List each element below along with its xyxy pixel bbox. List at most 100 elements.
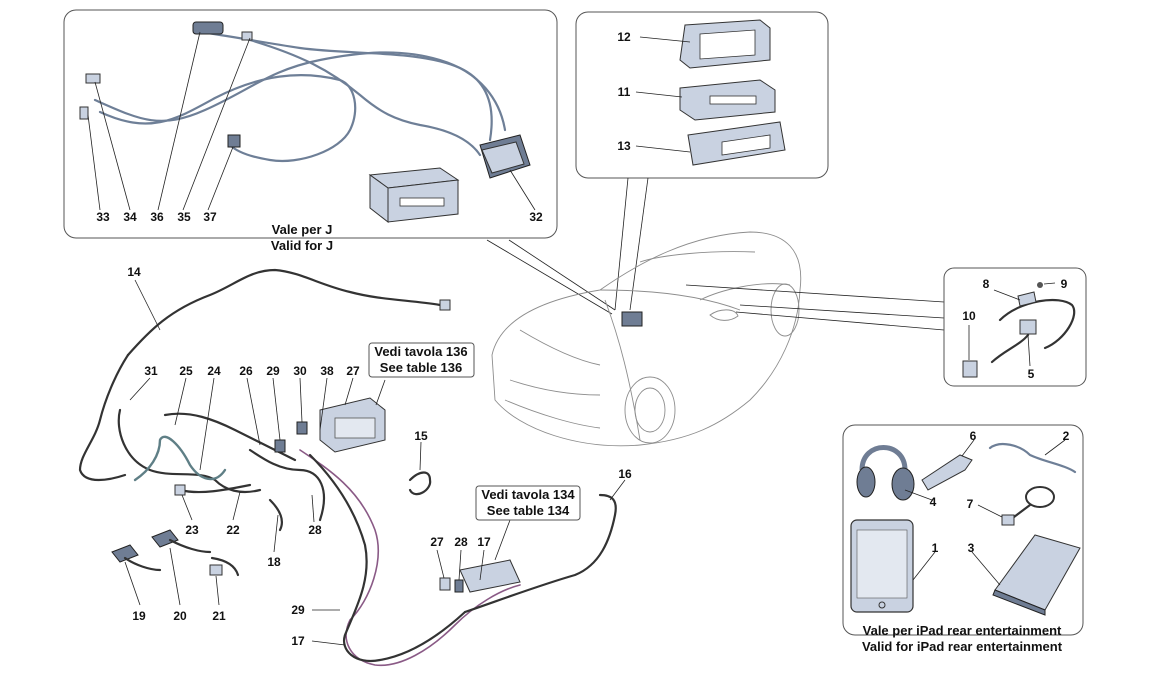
connector-27-lower <box>439 577 451 591</box>
callout-12: 12 <box>617 30 631 44</box>
antenna-plug-10 <box>962 360 978 378</box>
ipad-inset: 4 6 2 7 1 3 Vale per iPad rear entertain… <box>842 424 1084 654</box>
main-harness: 14 31 25 24 26 29 30 38 27 15 16 23 22 1… <box>78 265 632 667</box>
j-dvd-unit <box>368 167 460 224</box>
callout-17-lower: 17 <box>291 634 305 648</box>
callout-27-lower: 27 <box>430 535 444 549</box>
callout-4: 4 <box>930 495 937 509</box>
connector-28-lower <box>454 579 464 593</box>
j-connector-37 <box>227 134 241 148</box>
antenna-cable-a <box>998 298 1076 350</box>
callout-14: 14 <box>127 265 141 279</box>
j-connector-33 <box>79 106 89 120</box>
j-connector-small <box>241 31 253 41</box>
callout-19: 19 <box>132 609 146 623</box>
callout-32: 32 <box>529 210 543 224</box>
callout-37: 37 <box>203 210 217 224</box>
callout-5: 5 <box>1028 367 1035 381</box>
cable-15 <box>408 471 432 496</box>
callout-16: 16 <box>618 467 632 481</box>
table-136-line1: Vedi tavola 136 <box>374 344 467 359</box>
callout-1: 1 <box>932 541 939 555</box>
callout-20: 20 <box>173 609 187 623</box>
car-mounted-unit <box>621 311 643 327</box>
callout-24: 24 <box>207 364 221 378</box>
antenna-module-5 <box>1019 319 1037 335</box>
speaker-20 <box>151 529 179 548</box>
callout-33: 33 <box>96 210 110 224</box>
callout-36: 36 <box>150 210 164 224</box>
callout-23: 23 <box>185 523 199 537</box>
callout-25: 25 <box>179 364 193 378</box>
headphones-band <box>859 445 908 471</box>
callout-17-upper: 17 <box>477 535 491 549</box>
table-134-line2: See table 134 <box>487 503 570 518</box>
callout-38: 38 <box>320 364 334 378</box>
callout-21: 21 <box>212 609 226 623</box>
cable-24-blue <box>133 435 227 482</box>
ecu-17 <box>459 559 521 593</box>
callout-18: 18 <box>267 555 281 569</box>
speaker-19 <box>111 544 139 563</box>
callout-7: 7 <box>967 497 974 511</box>
cable-16 <box>463 493 617 614</box>
antenna-screw-9 <box>1037 282 1043 288</box>
callout-31: 31 <box>144 364 158 378</box>
harness-29 <box>299 449 521 667</box>
cable-22 <box>178 483 252 494</box>
callout-28-lower: 28 <box>454 535 468 549</box>
ipad-home-button <box>878 601 886 609</box>
ipad-caption-line2: Valid for iPad rear entertainment <box>862 639 1063 654</box>
j-variant-inset: 33 34 36 35 37 32 Vale per J Valid for J <box>63 9 558 253</box>
connector-30 <box>296 421 308 435</box>
antenna-inset: 8 9 10 5 <box>943 267 1087 387</box>
ipad-screen <box>856 529 908 599</box>
j-cable-4 <box>248 38 482 157</box>
cable-28 <box>248 448 325 522</box>
callout-30: 30 <box>293 364 307 378</box>
callout-8: 8 <box>983 277 990 291</box>
callout-22: 22 <box>226 523 240 537</box>
callout-15: 15 <box>414 429 428 443</box>
callout-35: 35 <box>177 210 191 224</box>
connector-21 <box>209 564 223 576</box>
callout-6: 6 <box>970 429 977 443</box>
connector-29 <box>274 439 286 453</box>
cable-2 <box>988 442 1077 474</box>
see-table-136-box: Vedi tavola 136 See table 136 <box>368 342 475 378</box>
j-connector-34 <box>85 73 101 84</box>
j-caption-line1: Vale per J <box>272 222 333 237</box>
charger-coil <box>1025 486 1055 508</box>
callout-10: 10 <box>962 309 976 323</box>
bracket-to-car-lead <box>629 177 649 311</box>
antenna-inset-frame <box>943 267 1087 387</box>
cable-18 <box>268 498 284 532</box>
callout-27: 27 <box>346 364 360 378</box>
table-136-line2: See table 136 <box>380 360 462 375</box>
j-to-car-lead <box>508 239 616 311</box>
j-module-32-face <box>481 141 525 174</box>
connector-14-end <box>439 299 451 311</box>
audio-unit-27 <box>319 397 386 453</box>
bracket-stack-inset: 12 11 13 <box>575 11 829 179</box>
see-table-134-box: Vedi tavola 134 See table 134 <box>475 485 581 521</box>
callout-9: 9 <box>1061 277 1068 291</box>
headphones-right-cup <box>891 467 915 501</box>
antenna-cable-b <box>990 333 1030 364</box>
cable-14 <box>126 268 442 357</box>
callout-2: 2 <box>1063 429 1070 443</box>
j-connector-36 <box>192 21 224 35</box>
callout-29-lower: 29 <box>291 603 305 617</box>
callout-13: 13 <box>617 139 631 153</box>
j-caption-line2: Valid for J <box>271 238 333 253</box>
car-outline <box>491 231 802 447</box>
callout-29: 29 <box>266 364 280 378</box>
mount-6 <box>921 454 973 491</box>
callout-34: 34 <box>123 210 137 224</box>
headphones-left-cup <box>856 466 876 498</box>
callout-26: 26 <box>239 364 253 378</box>
connector-23 <box>174 484 186 496</box>
table-134-line1: Vedi tavola 134 <box>481 487 575 502</box>
charger-plug-7 <box>1001 514 1015 526</box>
